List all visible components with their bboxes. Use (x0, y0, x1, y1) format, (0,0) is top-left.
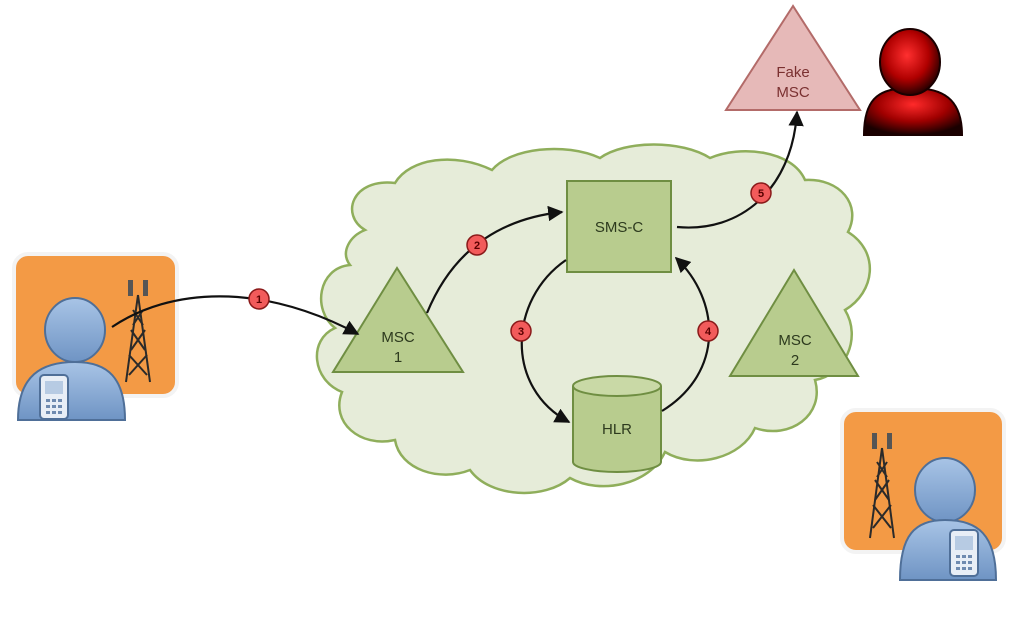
hlr-node: HLR (572, 375, 662, 473)
sender-user-icon (16, 297, 127, 421)
step-markers: 1 2 3 4 5 (248, 182, 772, 342)
msc2-label: MSC (778, 332, 812, 349)
arrow-3 (520, 259, 571, 423)
fake-msc-label: Fake (776, 64, 809, 81)
network-cloud (315, 143, 872, 495)
recipient-tower-icon (869, 433, 895, 539)
step-2-badge: 2 (466, 234, 488, 256)
hlr-label: HLR (602, 421, 632, 438)
smsc-node: SMS-C (566, 180, 672, 273)
sender-tower-icon (125, 280, 151, 383)
msc2-number: 2 (791, 352, 799, 369)
step-4-label: 4 (705, 326, 712, 338)
step-1-badge: 1 (248, 288, 270, 310)
step-5-badge: 5 (750, 182, 772, 204)
recipient-user-icon (898, 457, 998, 581)
fake-msc-node: Fake MSC (724, 4, 862, 111)
arrow-1 (111, 295, 360, 335)
recipient-panel (840, 408, 1006, 581)
step-3-label: 3 (518, 326, 524, 338)
step-1-label: 1 (256, 294, 262, 306)
sender-panel (12, 252, 179, 421)
step-2-label: 2 (474, 240, 480, 252)
fake-msc-label-2: MSC (776, 84, 810, 101)
step-4-badge: 4 (697, 320, 719, 342)
attacker-icon (862, 28, 964, 136)
msc1-label: MSC (381, 329, 415, 346)
msc2-node: MSC 2 (728, 268, 860, 377)
smsc-label: SMS-C (595, 219, 644, 236)
msc1-node: MSC 1 (331, 266, 465, 373)
step-5-label: 5 (758, 188, 764, 200)
step-3-badge: 3 (510, 320, 532, 342)
msc1-number: 1 (394, 349, 402, 366)
